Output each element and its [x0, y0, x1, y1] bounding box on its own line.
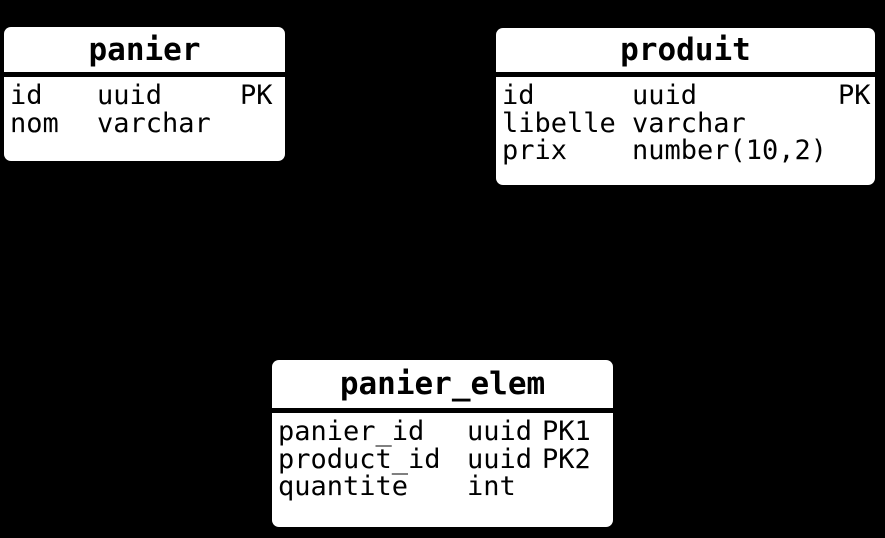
attribute-type: number(10,2)	[632, 135, 828, 166]
attribute-name: product_id	[278, 443, 441, 475]
attribute-key	[542, 473, 613, 501]
attribute-key: PK	[240, 80, 273, 111]
entity-panier-header-divider	[4, 72, 285, 77]
entity-panier-title: panier	[88, 31, 201, 68]
entity-panier: panier id uuid PK nom varchar	[4, 27, 285, 161]
entity-produit-header-divider	[496, 72, 875, 77]
attribute-key	[838, 110, 875, 138]
attribute-row: quantite int	[278, 473, 613, 501]
attribute-row: panier_id uuid PK1	[278, 418, 613, 446]
attribute-name: prix	[502, 135, 568, 166]
attribute-name: id	[10, 80, 43, 111]
attribute-type: uuid	[632, 80, 698, 111]
entity-produit-attributes: id uuid PK libelle varchar prix number(1…	[496, 77, 875, 185]
attribute-row: product_id uuid PK2	[278, 443, 613, 475]
attribute-type: varchar	[97, 107, 211, 139]
attribute-type: uuid	[467, 443, 533, 475]
attribute-key: PK	[838, 80, 871, 111]
entity-panier-elem-attributes: panier_id uuid PK1 product_id uuid PK2 q…	[272, 413, 613, 527]
attribute-type: uuid	[467, 416, 533, 447]
attribute-name: nom	[10, 107, 59, 139]
attribute-name: panier_id	[278, 416, 425, 447]
entity-panier-elem-title: panier_elem	[339, 366, 546, 402]
entity-produit-title: produit	[620, 32, 751, 68]
attribute-key: PK1	[542, 416, 591, 447]
entity-panier-elem: panier_elem panier_id uuid PK1 product_i…	[272, 360, 613, 527]
attribute-name: quantite	[278, 471, 409, 502]
attribute-type: int	[467, 471, 516, 502]
attribute-type: uuid	[97, 80, 163, 111]
attribute-row: libelle varchar	[502, 107, 875, 139]
attribute-name: libelle	[502, 107, 616, 139]
attribute-name: id	[502, 80, 535, 111]
attribute-type: varchar	[632, 107, 746, 139]
attribute-key	[838, 137, 875, 165]
attribute-row: id uuid PK	[10, 82, 285, 110]
entity-produit: produit id uuid PK libelle varchar prix …	[496, 28, 875, 185]
attribute-key	[240, 110, 285, 138]
entity-panier-attributes: id uuid PK nom varchar	[4, 77, 285, 161]
attribute-row: id uuid PK	[502, 82, 875, 110]
attribute-row: nom varchar	[10, 107, 285, 139]
attribute-key: PK2	[542, 443, 591, 475]
entity-panier-elem-header-divider	[272, 408, 613, 413]
attribute-row: prix number(10,2)	[502, 137, 875, 165]
